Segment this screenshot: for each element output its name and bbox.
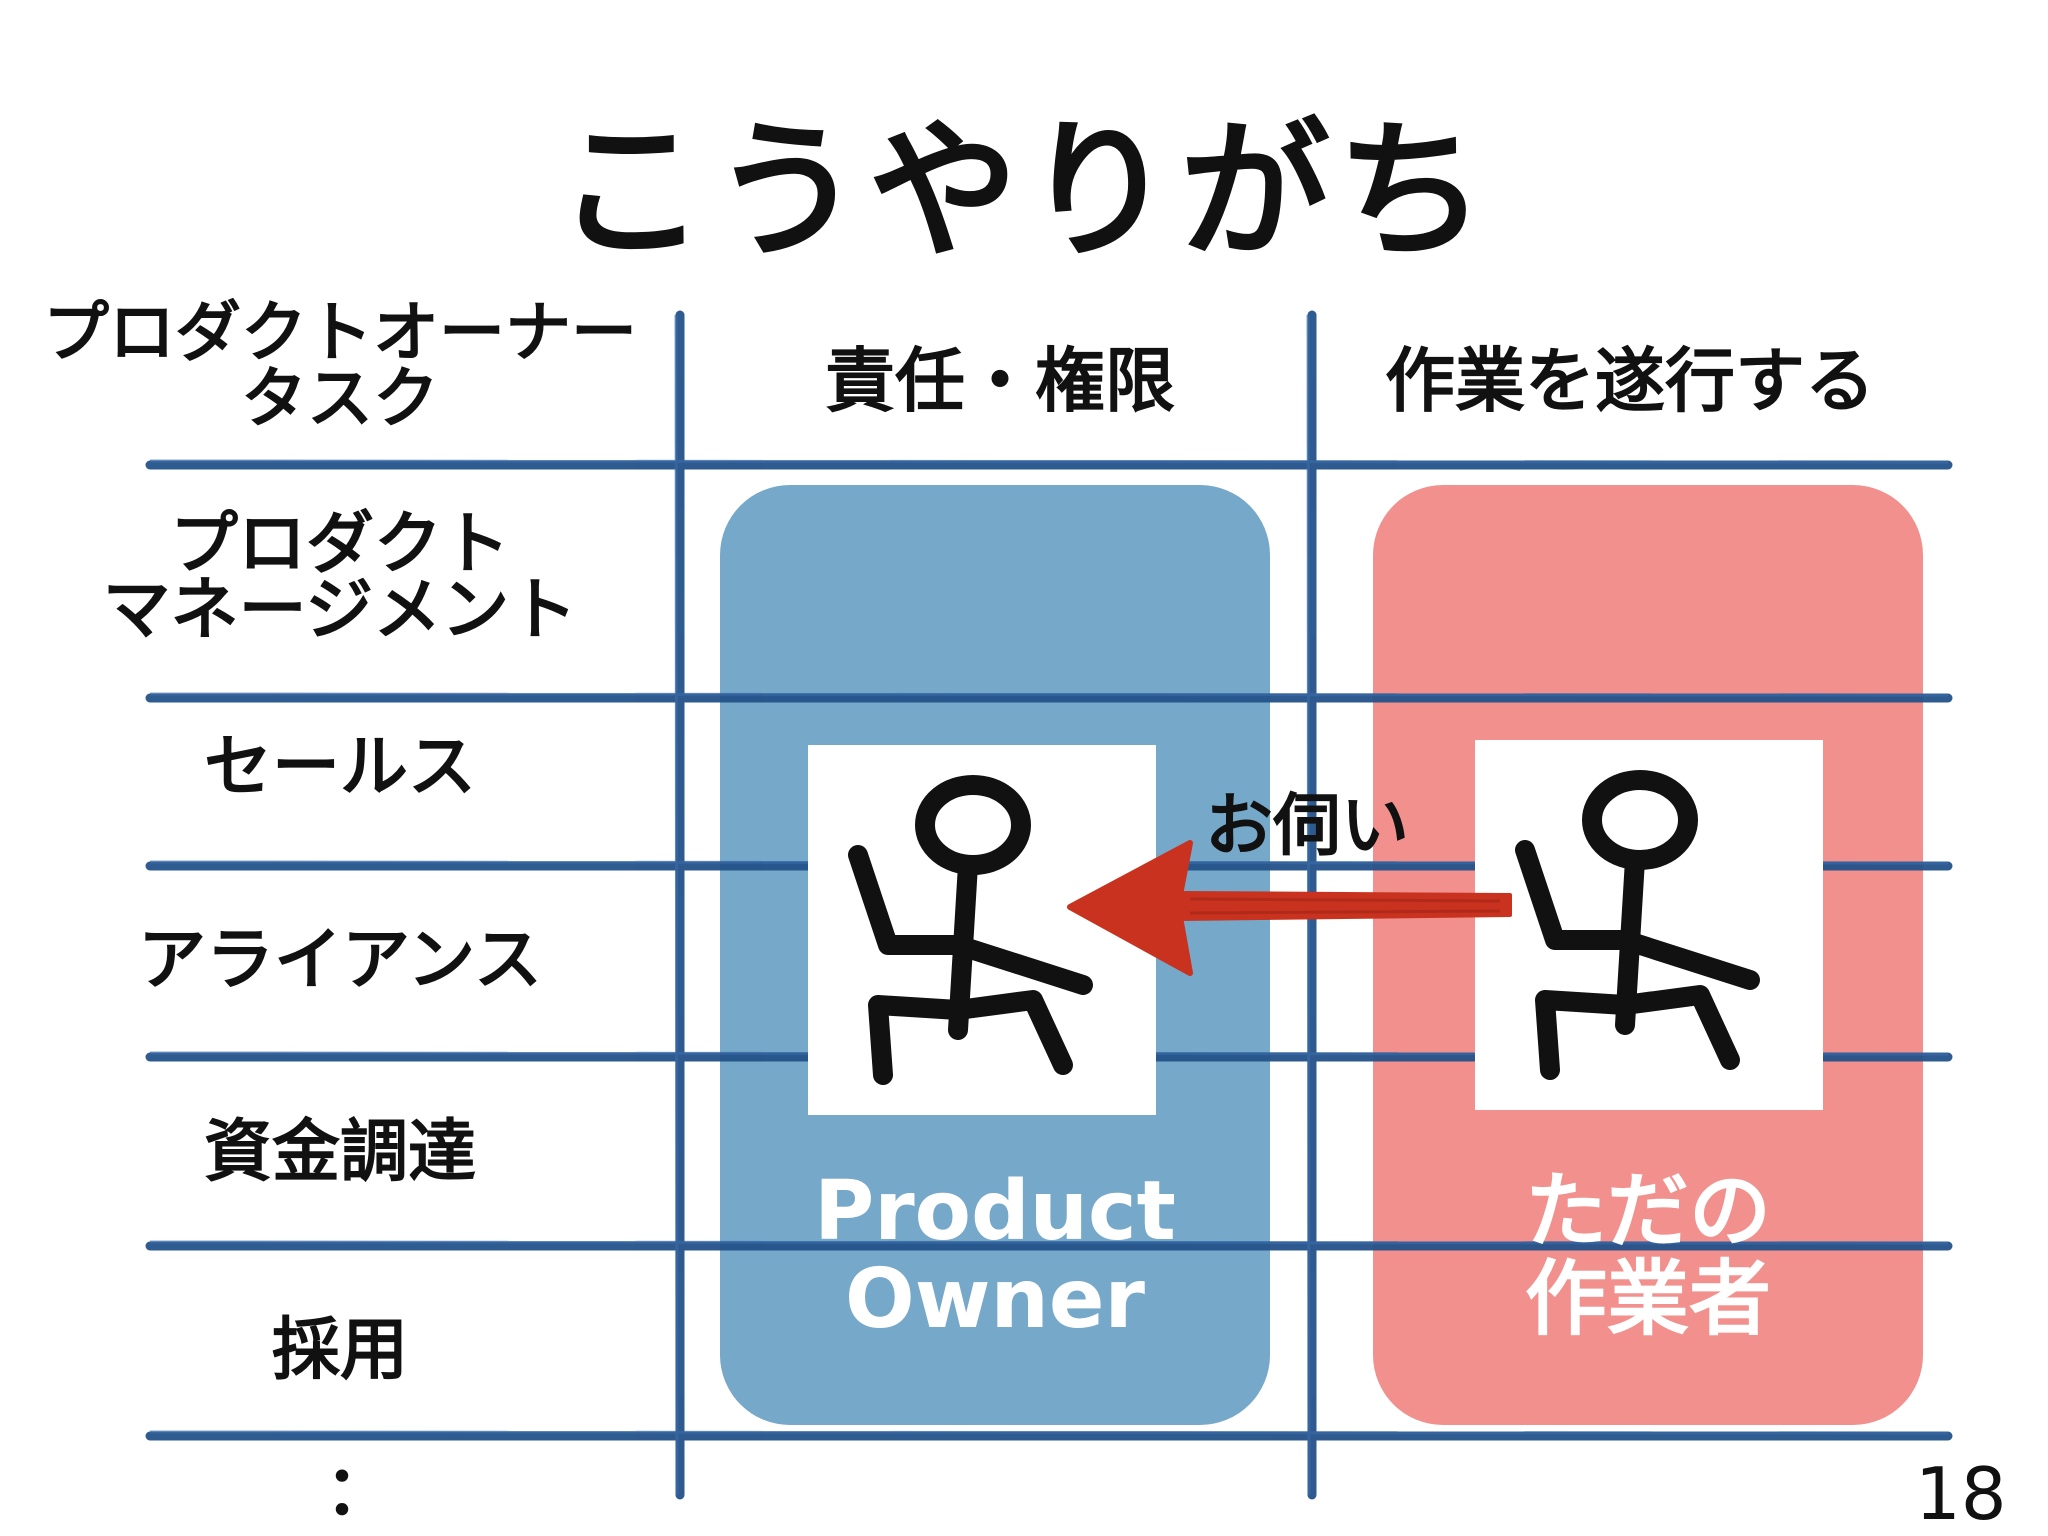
worker-label-line2: 作業者 [1524,1252,1771,1347]
header-tasks: プロダクトオーナー タスク [20,300,660,432]
row-label-line: アライアンス [138,921,542,1000]
header-responsibility: 責任・権限 [825,340,1175,422]
slide-title: こうやりがち [555,105,1492,279]
header-execute: 作業を遂行する [1385,340,1875,422]
stick-figure-icon [848,775,1093,1085]
row-label-product-management: プロダクト マネージメント [20,505,660,650]
header-tasks-line2: タスク [241,360,439,437]
page-number: 18 [1915,1452,2007,1536]
worker-figure [1475,740,1823,1110]
stick-figure-icon [1515,770,1760,1080]
request-arrow-icon [1067,840,1512,976]
row-label-sales: セールス [20,728,660,807]
row-label-line: プロダクト [169,505,510,584]
request-label: お伺い [1205,787,1410,866]
row-label-line: 資金調達 [203,1113,476,1192]
header-tasks-line1: プロダクトオーナー [43,294,637,371]
row-label-line: セールス [203,728,476,807]
row-label-line: マネージメント [102,571,578,650]
product-owner-label-line2: Owner [845,1252,1145,1347]
product-owner-figure [808,745,1156,1115]
row-label-fundraising: 資金調達 [20,1113,660,1192]
row-label-ellipsis: ： [325,1452,394,1531]
worker-label-line1: ただの [1524,1164,1771,1259]
row-label-hiring: 採用 [20,1311,660,1390]
product-owner-label: Product Owner [720,1168,1270,1344]
worker-label: ただの 作業者 [1373,1168,1923,1344]
row-label-alliance: アライアンス [20,921,660,1000]
product-owner-label-line1: Product [814,1164,1176,1259]
row-label-line: 採用 [271,1311,408,1390]
